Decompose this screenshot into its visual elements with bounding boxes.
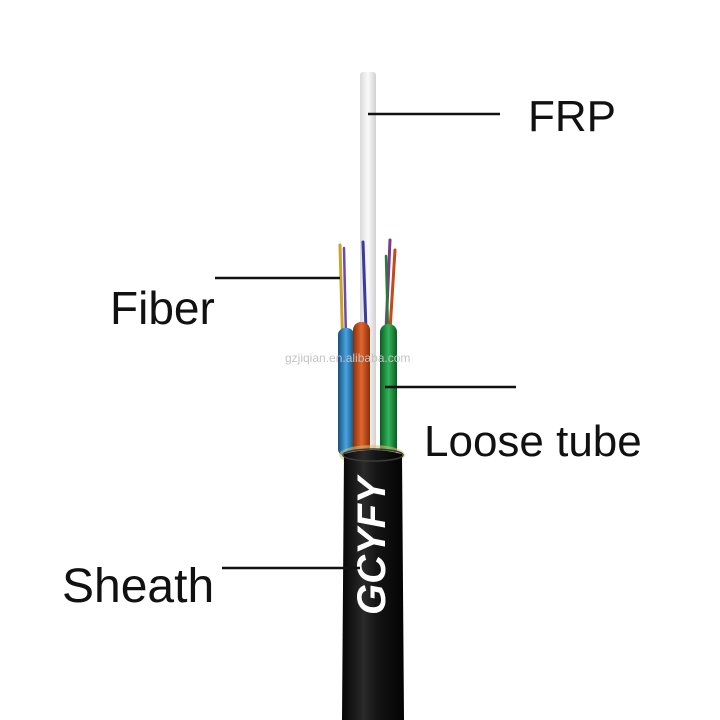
loose-tube-green [380,324,397,456]
sheath-cut-edge [342,448,404,462]
loose-tube-blue [338,328,354,456]
fiber-strand [361,240,368,332]
sheath-label: Sheath [62,560,215,613]
loose-tube-orange [353,322,370,456]
fiber-strand [388,248,397,332]
loose-tube-label: Loose tube [424,417,642,466]
fiber-strand [384,254,390,334]
watermark-text: gzjiqian.en.alibaba.com [285,351,411,365]
cable-print: GCYFY [350,474,394,615]
cable-sheath [342,450,404,720]
frp-label: FRP [528,92,616,141]
fiber-label: Fiber [110,282,215,334]
